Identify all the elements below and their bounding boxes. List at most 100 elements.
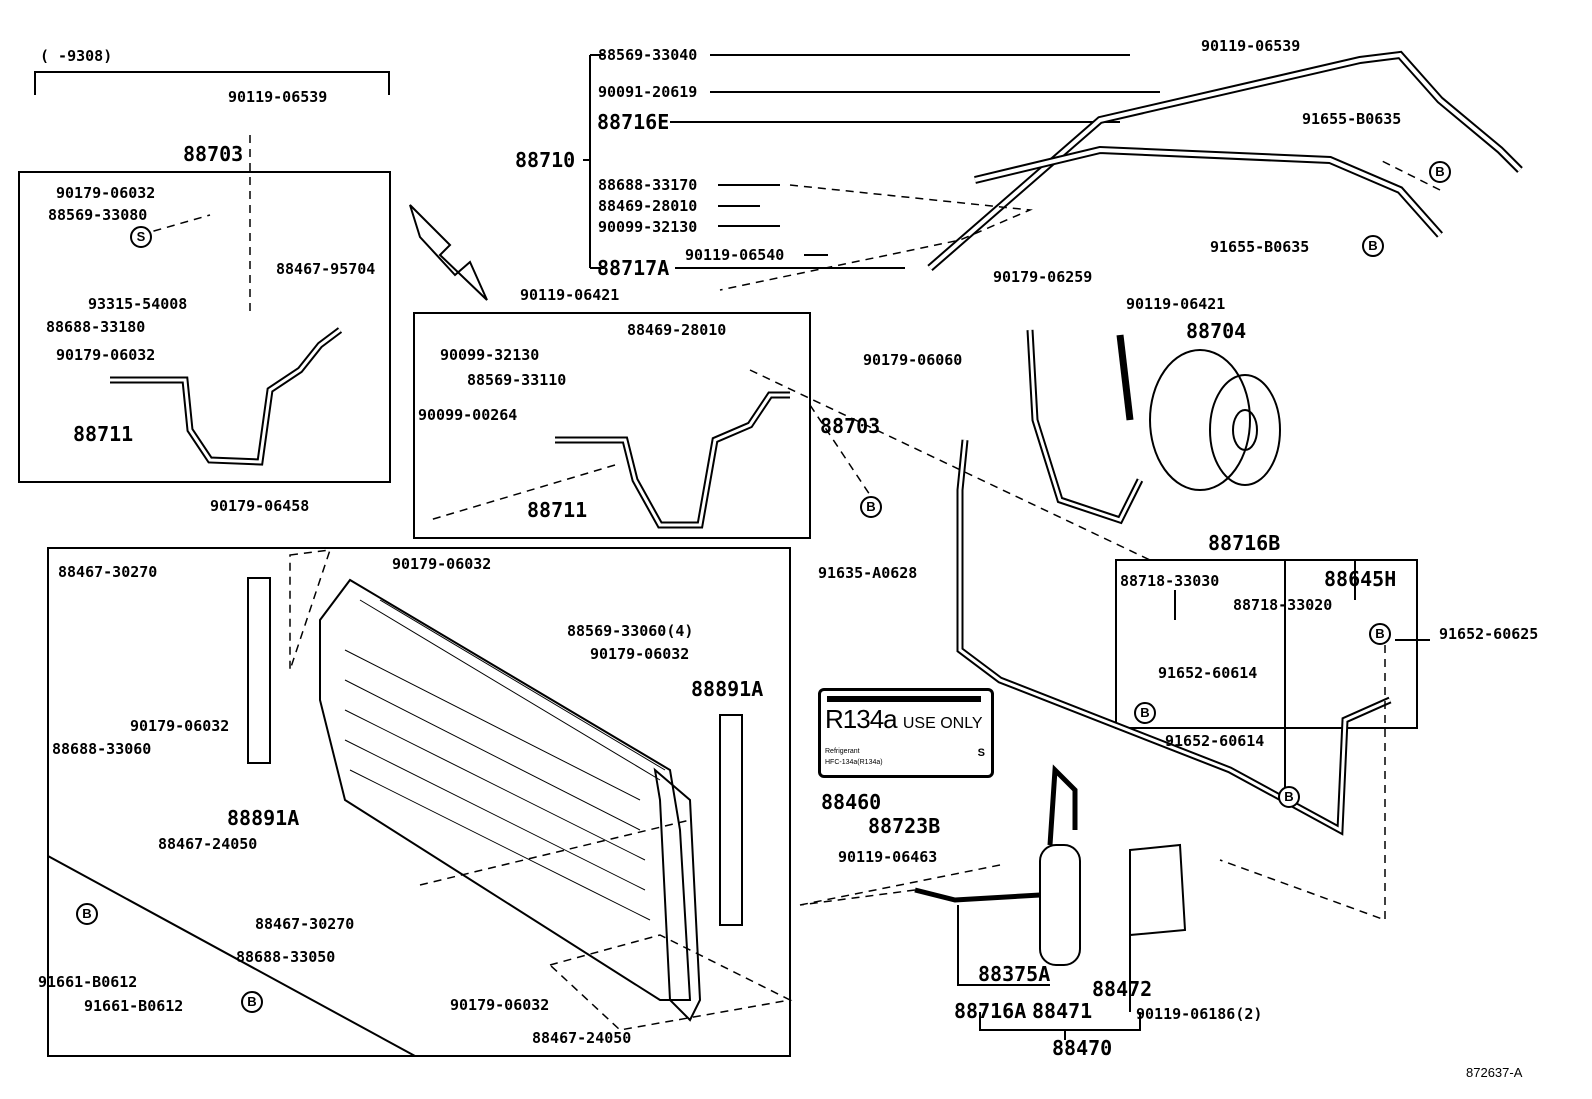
- part-label: 91655-B0635: [1302, 110, 1402, 128]
- part-label: 91655-B0635: [1210, 238, 1310, 256]
- part-label: 88569-33080: [48, 206, 148, 224]
- part-label: 88467-24050: [532, 1029, 632, 1047]
- leader-lines-right: [1150, 559, 1430, 800]
- part-label: 91635-A0628: [818, 564, 918, 582]
- decal-line-2: HFC-134a(R134a): [825, 759, 883, 766]
- detail-box-middle: [413, 312, 811, 539]
- condenser-side-tank: [653, 767, 702, 1022]
- b-marker: B: [1369, 623, 1391, 645]
- part-label: 90119-06186(2): [1136, 1005, 1263, 1023]
- compressor: [1149, 349, 1251, 491]
- part-label: 88471: [1032, 999, 1093, 1023]
- decal-badge: S: [977, 747, 985, 759]
- part-label: 90119-06540: [685, 246, 785, 264]
- part-label: 88688-33060: [52, 740, 152, 758]
- part-label: 90119-06539: [228, 88, 328, 106]
- part-label: 90091-20619: [598, 83, 698, 101]
- part-label: 88472: [1092, 977, 1153, 1001]
- part-label: 88718-33020: [1233, 596, 1333, 614]
- b-marker: B: [241, 991, 263, 1013]
- part-label: 90179-06032: [590, 645, 690, 663]
- part-label: 90099-00264: [418, 406, 518, 424]
- inset-box-left: [18, 171, 391, 483]
- part-label: 90099-32130: [598, 218, 698, 236]
- decal-main-text: R134a USE ONLY: [825, 705, 983, 738]
- part-label: 88470: [1052, 1036, 1113, 1060]
- part-label: 88688-33170: [598, 176, 698, 194]
- inset-range-label: ( -9308): [40, 47, 113, 65]
- part-label: 88469-28010: [598, 197, 698, 215]
- b-marker: B: [76, 903, 98, 925]
- discharge-hose: [927, 50, 1523, 272]
- part-label: 93315-54008: [88, 295, 188, 313]
- part-label: 90179-06032: [392, 555, 492, 573]
- bracket-88710: [583, 54, 604, 269]
- b-marker: B: [1278, 786, 1300, 808]
- suction-hose-inner: [974, 147, 1442, 237]
- part-label: 90099-32130: [440, 346, 540, 364]
- part-label: 90179-06032: [130, 717, 230, 735]
- decal-header-bar: [827, 696, 981, 702]
- part-label: 88716A: [954, 999, 1027, 1023]
- part-label: 88723B: [868, 814, 941, 838]
- compressor-hose-2: [1116, 334, 1134, 421]
- part-label: 90179-06032: [56, 184, 156, 202]
- receiver-bracket: [1129, 843, 1187, 937]
- condenser-box-diagonal: [47, 548, 416, 1057]
- part-label: 91661-B0612: [84, 997, 184, 1015]
- part-label: 88460: [821, 790, 882, 814]
- decal-use-only: USE ONLY: [902, 715, 983, 732]
- decal-line-1: Refrigerant: [825, 748, 860, 755]
- part-label: 90119-06539: [1201, 37, 1301, 55]
- part-label: 91652-60614: [1158, 664, 1258, 682]
- part-label: 88467-24050: [158, 835, 258, 853]
- part-label: 88704: [1186, 319, 1247, 343]
- part-label: 88716B: [1208, 531, 1281, 555]
- middle-hose: [555, 391, 790, 529]
- part-label: 88718-33030: [1120, 572, 1220, 590]
- part-label: 88688-33180: [46, 318, 146, 336]
- part-label: 88717A: [597, 256, 670, 280]
- part-label: 88375A: [978, 962, 1051, 986]
- part-label: 88688-33050: [236, 948, 336, 966]
- part-label: 88569-33110: [467, 371, 567, 389]
- condenser-core: [319, 578, 692, 1001]
- dashed-ref-lines: [139, 135, 1441, 1031]
- inset-bracket: [34, 71, 390, 95]
- liquid-pipe: [956, 439, 1392, 836]
- compressor-clutch-hub: [1232, 409, 1258, 451]
- part-label: 90179-06259: [993, 268, 1093, 286]
- part-label: 88569-33040: [598, 46, 698, 64]
- condenser-fins: [344, 599, 666, 921]
- part-label: 88645H: [1324, 567, 1397, 591]
- s-marker: S: [130, 226, 152, 248]
- part-label: 90179-06060: [863, 351, 963, 369]
- refrigerant-caution-label: R134a USE ONLY Refrigerant HFC-134a(R134…: [818, 688, 994, 778]
- part-label: 90119-06463: [838, 848, 938, 866]
- part-label: 91652-60625: [1439, 625, 1539, 643]
- bracket-88891A-left: [247, 577, 271, 764]
- bracket-88891A-right: [719, 714, 743, 926]
- part-label: 88891A: [691, 677, 764, 701]
- b-marker: B: [1362, 235, 1384, 257]
- compressor-hose-1-inner: [1028, 329, 1142, 522]
- compressor-clutch: [1209, 374, 1281, 486]
- part-label: 88891A: [227, 806, 300, 830]
- receiver-pipe: [914, 764, 1078, 903]
- part-label: 88716E: [597, 110, 670, 134]
- liquid-pipe-inner: [958, 439, 1391, 833]
- part-label: 90179-06032: [56, 346, 156, 364]
- part-label: 88711: [527, 498, 588, 522]
- part-label: 91652-60614: [1165, 732, 1265, 750]
- b-marker: B: [1134, 702, 1156, 724]
- direction-arrow: [409, 204, 488, 301]
- bracket-88716A-88470: [957, 900, 1141, 1040]
- receiver-dryer: [1039, 844, 1081, 966]
- b-marker: B: [860, 496, 882, 518]
- part-label: 90119-06421: [520, 286, 620, 304]
- part-label: 88711: [73, 422, 134, 446]
- middle-hose-inner: [555, 393, 790, 527]
- part-label: 88703: [820, 414, 881, 438]
- part-label: 88467-30270: [58, 563, 158, 581]
- leader-lines-top: [670, 54, 1160, 269]
